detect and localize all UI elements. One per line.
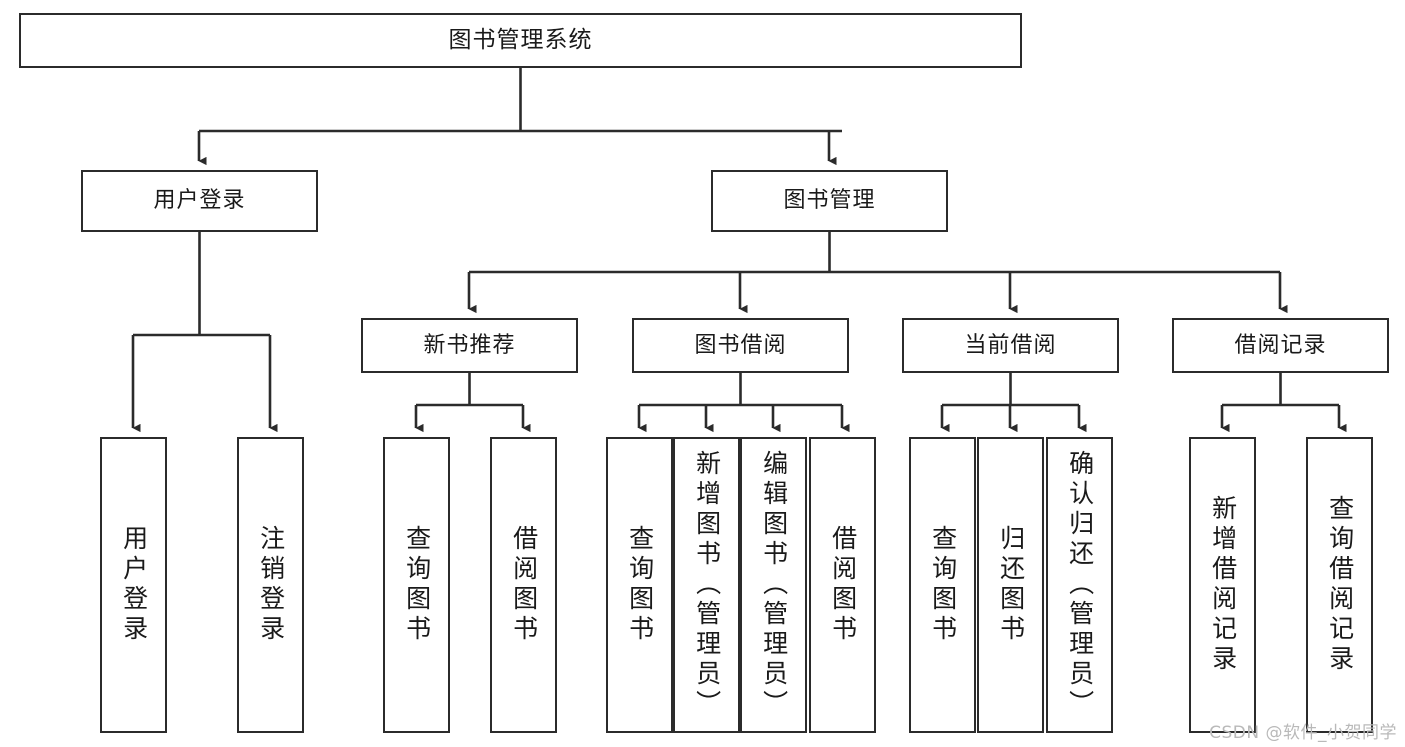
node-label: 图书借阅 <box>694 332 787 358</box>
leaf-query-book-borrow[interactable]: 查询图书 <box>606 437 673 733</box>
node-new-book-recommendation[interactable]: 新书推荐 <box>361 318 578 373</box>
leaf-confirm-return-admin[interactable]: 确认归还（管理员） <box>1046 437 1113 733</box>
node-user-login[interactable]: 用户登录 <box>81 170 318 232</box>
node-label: 用户登录 <box>119 525 149 645</box>
node-label: 查询图书 <box>625 525 655 645</box>
csdn-watermark: CSDN @软件_小贺同学 <box>1209 723 1397 743</box>
node-label: 新增借阅记录 <box>1208 495 1238 675</box>
node-label: 编辑图书（管理员） <box>759 450 789 720</box>
node-label: 借阅图书 <box>828 525 858 645</box>
leaf-add-book-admin[interactable]: 新增图书（管理员） <box>673 437 740 733</box>
leaf-borrow-book-new[interactable]: 借阅图书 <box>490 437 557 733</box>
node-label: 图书管理 <box>783 188 876 213</box>
leaf-query-book-new[interactable]: 查询图书 <box>383 437 450 733</box>
node-book-management[interactable]: 图书管理 <box>711 170 948 232</box>
node-label: 借阅记录 <box>1234 332 1327 358</box>
node-root-system[interactable]: 图书管理系统 <box>19 13 1022 68</box>
leaf-query-book-current[interactable]: 查询图书 <box>909 437 976 733</box>
node-borrow-record[interactable]: 借阅记录 <box>1172 318 1389 373</box>
node-label: 新书推荐 <box>423 332 516 358</box>
node-label: 新增图书（管理员） <box>692 450 722 720</box>
leaf-return-book[interactable]: 归还图书 <box>977 437 1044 733</box>
leaf-edit-book-admin[interactable]: 编辑图书（管理员） <box>740 437 807 733</box>
node-label: 当前借阅 <box>964 332 1057 358</box>
leaf-borrow-book[interactable]: 借阅图书 <box>809 437 876 733</box>
node-label: 查询借阅记录 <box>1325 495 1355 675</box>
leaf-logout[interactable]: 注销登录 <box>237 437 304 733</box>
node-label: 借阅图书 <box>509 525 539 645</box>
leaf-add-borrow-record[interactable]: 新增借阅记录 <box>1189 437 1256 733</box>
node-label: 图书管理系统 <box>448 27 593 53</box>
node-label: 查询图书 <box>928 525 958 645</box>
node-label: 注销登录 <box>256 525 286 645</box>
node-label: 归还图书 <box>996 525 1026 645</box>
node-label: 确认归还（管理员） <box>1065 450 1095 720</box>
node-current-borrow[interactable]: 当前借阅 <box>902 318 1119 373</box>
leaf-query-borrow-record[interactable]: 查询借阅记录 <box>1306 437 1373 733</box>
node-label: 查询图书 <box>402 525 432 645</box>
node-label: 用户登录 <box>153 188 246 213</box>
node-book-borrow[interactable]: 图书借阅 <box>632 318 849 373</box>
leaf-user-login[interactable]: 用户登录 <box>100 437 167 733</box>
